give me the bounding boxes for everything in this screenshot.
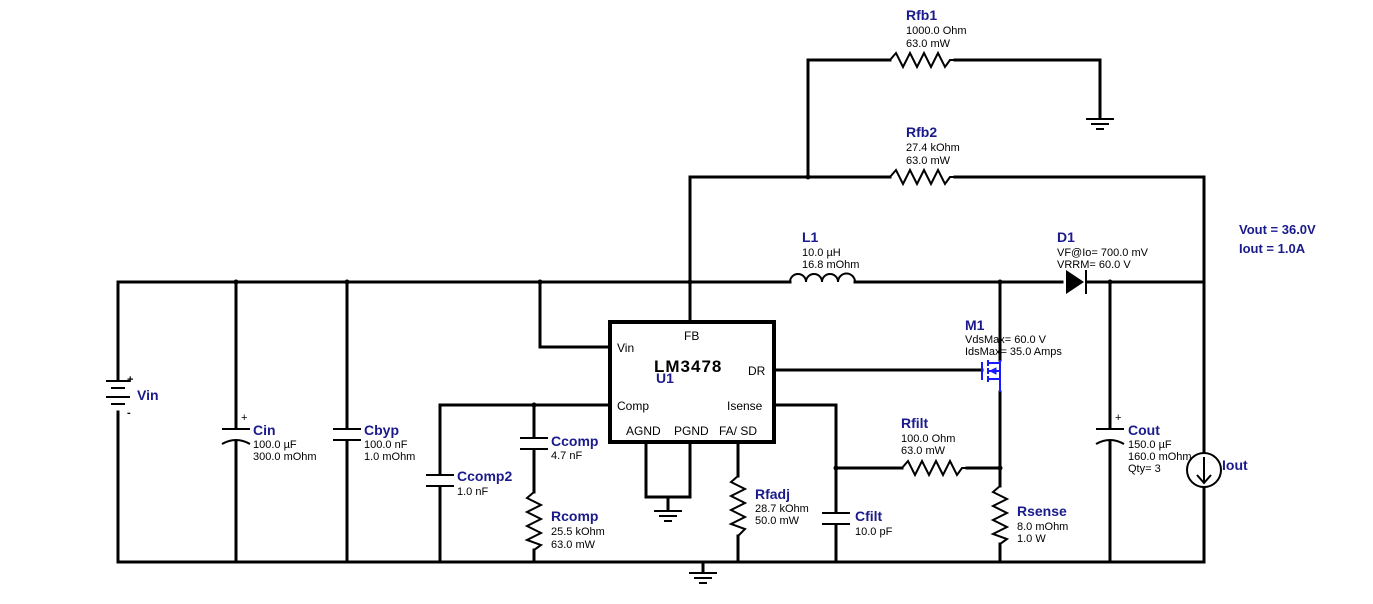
ic-pin-dr: DR: [748, 364, 766, 378]
iout-name: Iout: [1222, 457, 1248, 473]
rsense-name: Rsense: [1017, 503, 1067, 519]
cbyp-capacitor: [333, 428, 361, 441]
ccomp-capacitor: [520, 437, 548, 450]
rsense-power: 1.0 W: [1017, 533, 1046, 545]
rsense-resistor: [990, 485, 1010, 545]
rfadj-resistor: [728, 475, 748, 537]
rfb2-value: 27.4 kOhm: [906, 142, 960, 154]
m1-ids: IdsMax= 35.0 Amps: [965, 346, 1062, 358]
cout-value: 150.0 µF: [1128, 439, 1172, 451]
svg-text:-: -: [127, 407, 131, 419]
rfb1-value: 1000.0 Ohm: [906, 25, 967, 37]
rcomp-value: 25.5 kOhm: [551, 526, 605, 538]
rfilt-value: 100.0 Ohm: [901, 433, 955, 445]
ic-pin-comp: Comp: [617, 399, 649, 413]
rcomp-name: Rcomp: [551, 508, 598, 524]
d1-vrrm: VRRM= 60.0 V: [1057, 259, 1131, 271]
ccomp2-name: Ccomp2: [457, 468, 512, 484]
rcomp-resistor: [524, 491, 544, 551]
junction-dots: [233, 174, 1113, 471]
cout-name: Cout: [1128, 422, 1160, 438]
rfb1-name: Rfb1: [906, 7, 937, 23]
ic-pin-pgnd: PGND: [674, 424, 709, 438]
vin-battery: + -: [106, 374, 133, 419]
ground-symbol-ic: [654, 510, 682, 522]
m1-mosfet: [981, 360, 1001, 392]
cbyp-esr: 1.0 mOhm: [364, 451, 415, 463]
rfilt-power: 63.0 mW: [901, 445, 946, 457]
ic-pin-fa-sd: FA/ SD: [719, 424, 757, 438]
rfadj-value: 28.7 kOhm: [755, 503, 809, 515]
vin-name: Vin: [137, 387, 159, 403]
output-iout: Iout = 1.0A: [1239, 241, 1306, 256]
rfb2-name: Rfb2: [906, 124, 937, 140]
cout-qty: Qty= 3: [1128, 463, 1161, 475]
ccomp2-capacitor: [426, 474, 454, 487]
cout-capacitor: +: [1095, 412, 1125, 445]
rfadj-power: 50.0 mW: [755, 515, 800, 527]
ic-pin-vin: Vin: [617, 341, 634, 355]
d1-vf: VF@Io= 700.0 mV: [1057, 247, 1149, 259]
cin-esr: 300.0 mOhm: [253, 451, 317, 463]
cfilt-capacitor: [822, 512, 850, 525]
l1-resistance: 16.8 mOhm: [802, 259, 859, 271]
svg-text:+: +: [241, 412, 247, 424]
l1-inductor: [789, 272, 856, 283]
d1-diode: [1066, 270, 1087, 294]
d1-name: D1: [1057, 229, 1075, 245]
rfilt-name: Rfilt: [901, 415, 929, 431]
iout-current-source: [1186, 452, 1222, 488]
cbyp-value: 100.0 nF: [364, 439, 408, 451]
svg-text:+: +: [127, 374, 133, 386]
rfb2-resistor: [889, 167, 955, 187]
m1-name: M1: [965, 317, 985, 333]
rcomp-power: 63.0 mW: [551, 539, 596, 551]
cin-name: Cin: [253, 422, 276, 438]
ground-symbol-bottom: [689, 572, 717, 584]
lm3478-ic-body: [608, 320, 776, 444]
ccomp-value: 4.7 nF: [551, 450, 582, 462]
cin-value: 100.0 µF: [253, 439, 297, 451]
cin-capacitor: +: [221, 412, 251, 445]
ic-part-number: LM3478: [654, 357, 722, 376]
m1-vds: VdsMax= 60.0 V: [965, 334, 1047, 346]
cout-esr: 160.0 mOhm: [1128, 451, 1192, 463]
ic-pin-agnd: AGND: [626, 424, 661, 438]
ic-ref: U1: [656, 370, 674, 386]
ccomp2-value: 1.0 nF: [457, 486, 488, 498]
rfilt-resistor: [901, 458, 967, 478]
ccomp-name: Ccomp: [551, 433, 598, 449]
l1-value: 10.0 µH: [802, 247, 841, 259]
cfilt-name: Cfilt: [855, 508, 883, 524]
ic-pin-fb: FB: [684, 329, 699, 343]
cbyp-name: Cbyp: [364, 422, 399, 438]
rfadj-name: Rfadj: [755, 486, 790, 502]
ground-symbol-top: [1086, 118, 1114, 130]
rsense-value: 8.0 mOhm: [1017, 521, 1068, 533]
output-vout: Vout = 36.0V: [1239, 222, 1316, 237]
ic-pin-isense: Isense: [727, 399, 763, 413]
cfilt-value: 10.0 pF: [855, 526, 893, 538]
wires: [116, 58, 1206, 574]
rfb1-resistor: [889, 50, 955, 70]
l1-name: L1: [802, 229, 819, 245]
rfb1-power: 63.0 mW: [906, 38, 951, 50]
rfb2-power: 63.0 mW: [906, 155, 951, 167]
svg-text:+: +: [1115, 412, 1121, 424]
